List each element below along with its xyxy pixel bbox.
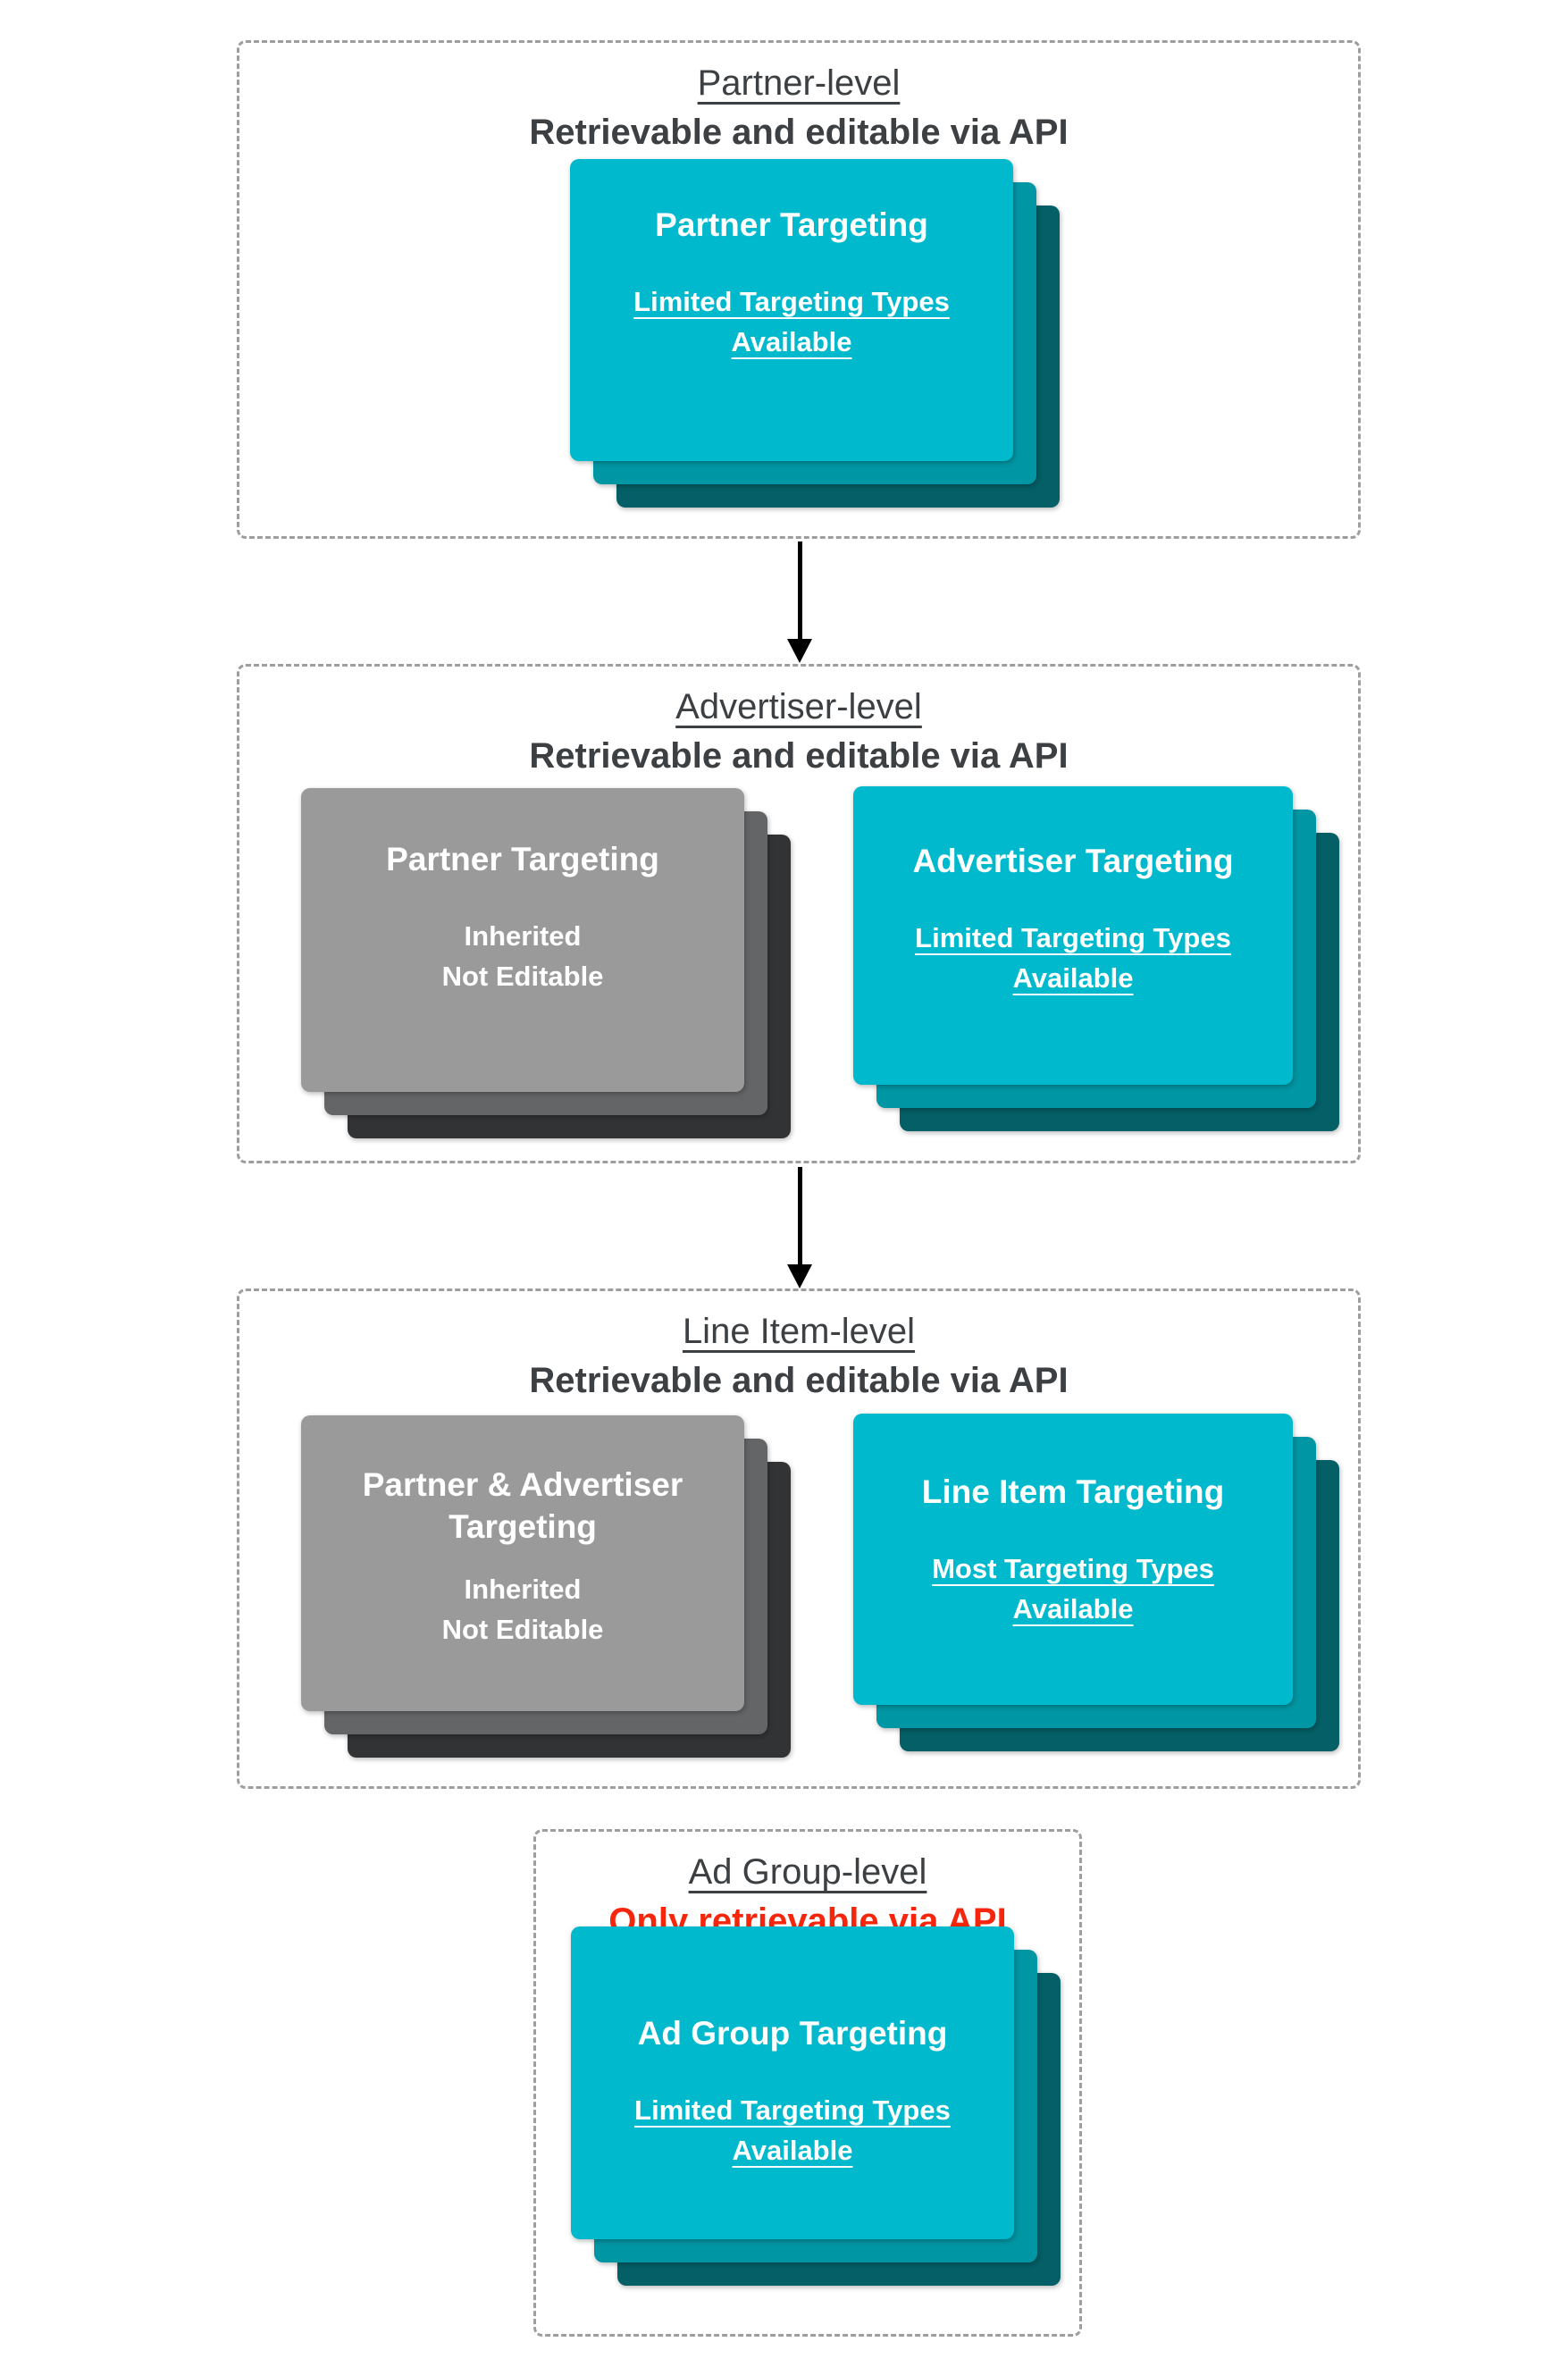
card-subtitle: Limited Targeting Types Available — [633, 281, 950, 362]
inherited-partner-advertiser-targeting-card-stack: Partner & Advertiser Targeting Inherited… — [301, 1415, 791, 1758]
ad-group-targeting-card-stack: Ad Group Targeting Limited Targeting Typ… — [571, 1926, 1061, 2286]
card-subtitle-line1: Limited Targeting Types — [634, 2094, 951, 2126]
arrow-head — [787, 1264, 812, 1288]
section-partner-title: Partner-level — [697, 63, 901, 103]
section-ad-group-level: Ad Group-level Only retrievable via API … — [533, 1829, 1082, 2337]
card-title: Partner Targeting — [386, 841, 659, 877]
card-subtitle-line1: Inherited — [464, 1574, 582, 1605]
arrow-line — [797, 1167, 802, 1265]
card-title: Ad Group Targeting — [637, 2015, 948, 2052]
line-item-targeting-card: Line Item Targeting Most Targeting Types… — [853, 1414, 1293, 1705]
card-subtitle-line2: Available — [1012, 962, 1134, 994]
card-subtitle: Limited Targeting Types Available — [915, 918, 1231, 998]
card-title: Advertiser Targeting — [912, 843, 1234, 879]
section-line-item-title: Line Item-level — [682, 1312, 916, 1351]
card-subtitle-line2: Available — [732, 2135, 853, 2166]
arrow-line — [797, 541, 802, 640]
section-line-item-subtitle: Retrievable and editable via API — [529, 1361, 1069, 1400]
section-advertiser-subtitle: Retrievable and editable via API — [529, 736, 1069, 776]
card-subtitle: Inherited Not Editable — [442, 916, 604, 996]
arrow-down-icon — [768, 1167, 831, 1288]
arrow-down-icon — [768, 541, 831, 663]
card-subtitle-line1: Inherited — [464, 920, 582, 952]
partner-targeting-card-stack: Partner Targeting Limited Targeting Type… — [570, 159, 1060, 508]
inherited-partner-targeting-card: Partner Targeting Inherited Not Editable — [301, 788, 744, 1092]
advertiser-targeting-card: Advertiser Targeting Limited Targeting T… — [853, 786, 1293, 1085]
card-subtitle-line1: Limited Targeting Types — [915, 922, 1231, 953]
card-title: Partner & Advertiser Targeting — [362, 1466, 683, 1545]
card-subtitle: Limited Targeting Types Available — [634, 2090, 951, 2170]
advertiser-targeting-card-stack: Advertiser Targeting Limited Targeting T… — [853, 786, 1339, 1131]
inherited-partner-advertiser-targeting-card: Partner & Advertiser Targeting Inherited… — [301, 1415, 744, 1711]
card-subtitle-line2: Available — [1012, 1593, 1134, 1624]
card-title: Partner Targeting — [655, 206, 928, 243]
section-line-item-level: Line Item-level Retrievable and editable… — [237, 1288, 1361, 1789]
card-title: Line Item Targeting — [921, 1473, 1225, 1510]
ad-group-targeting-card: Ad Group Targeting Limited Targeting Typ… — [571, 1926, 1014, 2239]
card-subtitle-line2: Available — [731, 326, 852, 357]
section-partner-level: Partner-level Retrievable and editable v… — [237, 40, 1361, 539]
card-subtitle-line1: Most Targeting Types — [932, 1553, 1214, 1584]
line-item-targeting-card-stack: Line Item Targeting Most Targeting Types… — [853, 1414, 1339, 1751]
card-subtitle: Inherited Not Editable — [442, 1569, 604, 1649]
card-subtitle-line2: Not Editable — [441, 1614, 604, 1645]
arrow-head — [787, 639, 812, 663]
card-subtitle-line1: Limited Targeting Types — [633, 286, 950, 317]
section-advertiser-title: Advertiser-level — [675, 687, 922, 726]
section-partner-subtitle: Retrievable and editable via API — [529, 113, 1069, 152]
inherited-partner-targeting-card-stack: Partner Targeting Inherited Not Editable — [301, 788, 791, 1138]
partner-targeting-card: Partner Targeting Limited Targeting Type… — [570, 159, 1013, 461]
section-ad-group-title: Ad Group-level — [688, 1852, 927, 1892]
card-subtitle: Most Targeting Types Available — [932, 1549, 1214, 1629]
section-advertiser-level: Advertiser-level Retrievable and editabl… — [237, 664, 1361, 1163]
card-subtitle-line2: Not Editable — [441, 961, 604, 992]
